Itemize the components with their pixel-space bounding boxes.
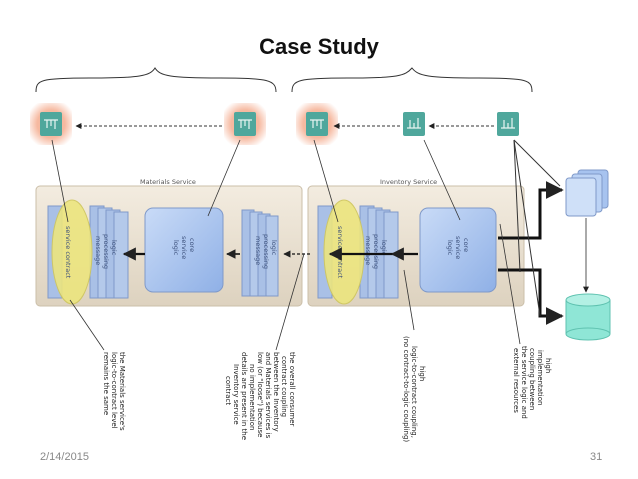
svg-text:(no contract-to-logic coupling: (no contract-to-logic coupling) <box>402 336 410 442</box>
inventory-core-logic <box>419 207 497 293</box>
svg-text:logic-to-contract coupling,: logic-to-contract coupling, <box>410 346 418 438</box>
slide-date: 2/14/2015 <box>40 451 89 463</box>
contract-tab-icon <box>224 103 266 145</box>
svg-text:high: high <box>418 366 426 381</box>
slide-title: Case Study <box>259 34 379 59</box>
left-curly-brace <box>35 67 277 93</box>
svg-text:the service logic and: the service logic and <box>520 346 528 419</box>
materials-contract-label: service contract <box>64 226 72 279</box>
svg-text:contract: contract <box>224 376 232 405</box>
svg-text:external resources: external resources <box>512 348 520 413</box>
svg-text:the Materials service's: the Materials service's <box>118 352 126 431</box>
inventory-service-contract <box>323 199 365 305</box>
materials-service-contract <box>51 199 93 305</box>
svg-text:core: core <box>462 238 470 252</box>
contract-tab-icon <box>30 103 72 145</box>
svg-text:details are present in the: details are present in the <box>240 352 248 440</box>
annotation-materials: the Materials service's logic-to-contrac… <box>102 352 126 431</box>
svg-text:the overall consumer: the overall consumer <box>288 352 296 427</box>
svg-text:logic: logic <box>270 240 278 256</box>
svg-text:message: message <box>364 236 372 265</box>
contract-tab-icon <box>403 112 425 136</box>
svg-text:message: message <box>94 236 102 265</box>
slide-page-number: 31 <box>590 451 603 463</box>
svg-text:logic: logic <box>446 240 454 256</box>
svg-text:processing: processing <box>102 234 110 269</box>
inventory-service-label: Inventory Service <box>380 178 437 186</box>
external-database <box>565 293 611 341</box>
svg-text:Inventory service: Inventory service <box>232 364 240 425</box>
svg-text:coupling between: coupling between <box>528 348 536 410</box>
svg-text:between the Inventory: between the Inventory <box>272 352 280 432</box>
svg-text:service: service <box>454 236 462 259</box>
svg-text:low (or "loose") because: low (or "loose") because <box>256 352 264 437</box>
contract-tab-icon <box>296 103 338 145</box>
svg-text:implementation: implementation <box>536 350 544 405</box>
annotation-implementation-coupling: high implementation coupling between the… <box>512 346 552 419</box>
svg-text:service: service <box>180 236 188 259</box>
external-resource-cube <box>565 169 609 217</box>
svg-text:no implementation: no implementation <box>248 364 256 430</box>
materials-core-logic <box>144 207 224 293</box>
svg-text:logic: logic <box>380 240 388 256</box>
svg-text:logic-to-contract level: logic-to-contract level <box>110 352 118 429</box>
materials-service-label: Materials Service <box>140 178 196 186</box>
materials-outbound-message-layer: message processing logic <box>241 209 279 297</box>
svg-text:logic: logic <box>172 240 180 256</box>
annotation-consumer-coupling: the overall consumer contract coupling b… <box>224 352 296 440</box>
contract-tab-icon <box>497 112 519 136</box>
inventory-contract-label: service contract <box>336 226 344 279</box>
svg-text:and Materials services is: and Materials services is <box>264 352 272 439</box>
svg-text:core: core <box>188 238 196 252</box>
svg-text:remains the same: remains the same <box>102 352 110 415</box>
svg-text:contract coupling: contract coupling <box>280 356 288 417</box>
svg-text:high: high <box>544 358 552 373</box>
right-curly-brace <box>291 67 533 93</box>
annotation-logic-contract: high logic-to-contract coupling, (no con… <box>402 336 426 442</box>
svg-text:processing: processing <box>262 234 270 269</box>
svg-text:message: message <box>254 236 262 265</box>
svg-text:logic: logic <box>110 240 118 256</box>
svg-text:processing: processing <box>372 234 380 269</box>
